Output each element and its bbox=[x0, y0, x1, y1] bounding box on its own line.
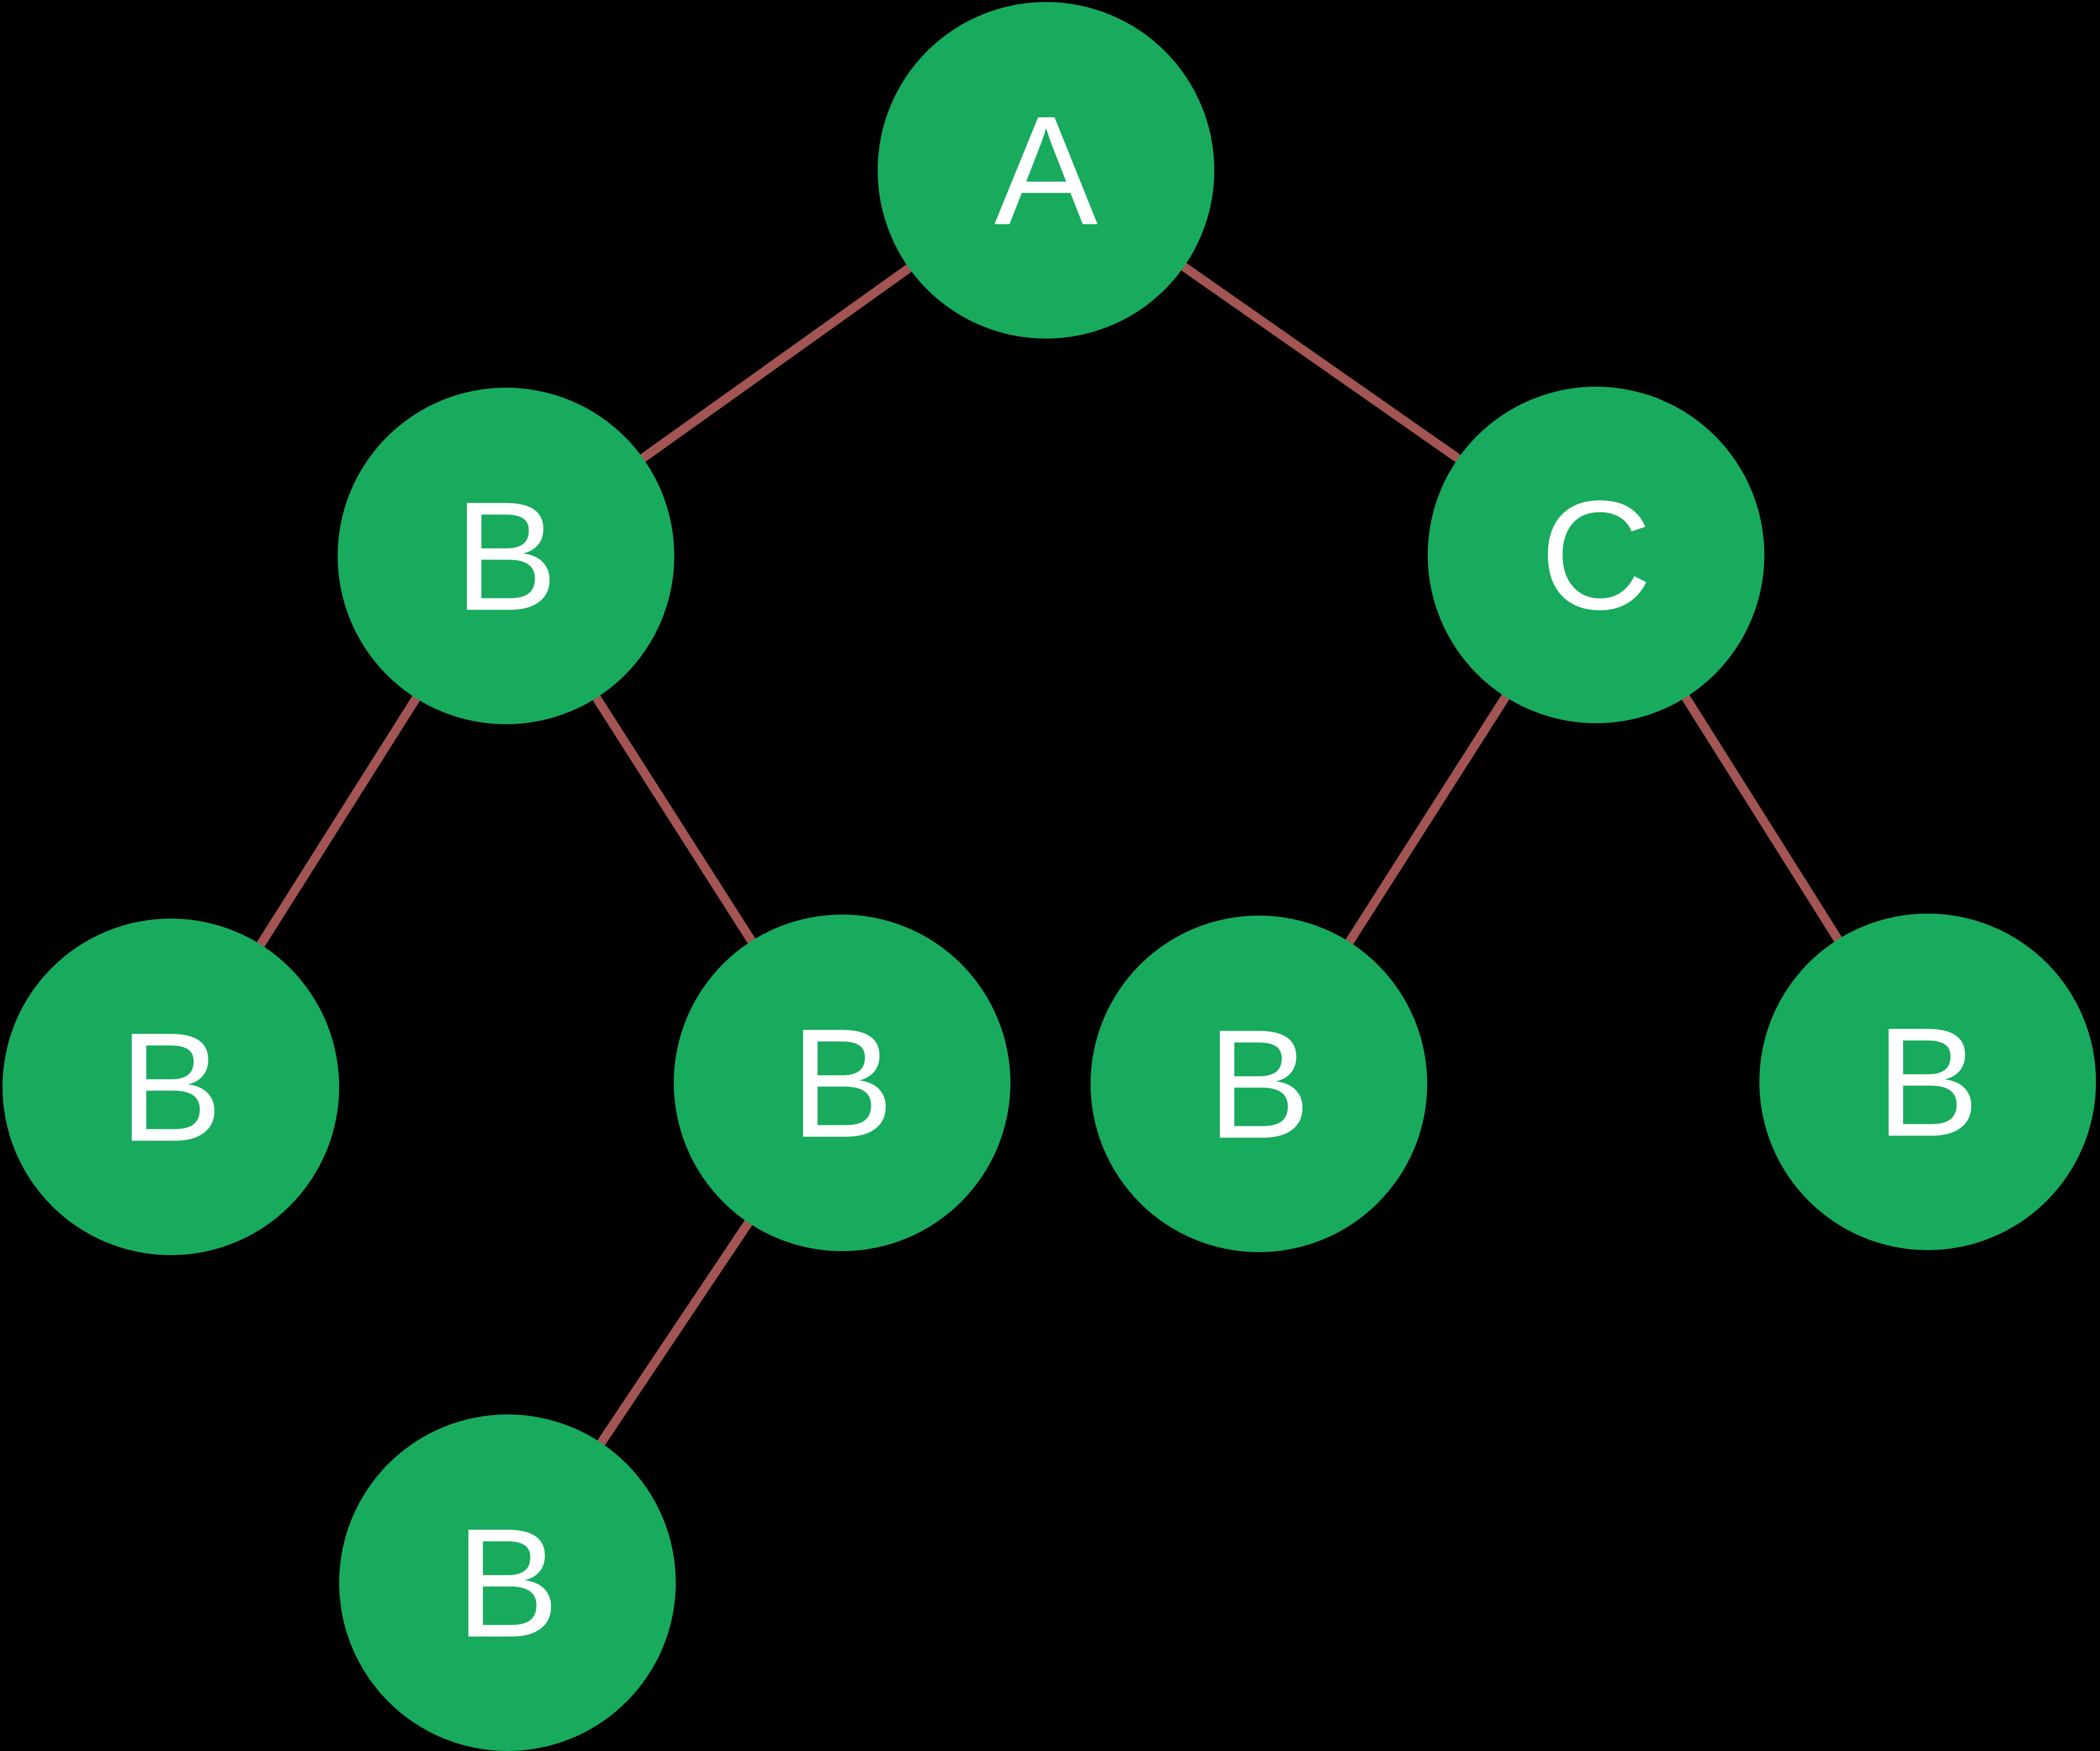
node-label-B2: B bbox=[119, 1000, 223, 1174]
node-circle-B5 bbox=[1759, 914, 2096, 1250]
tree-node-B2: B bbox=[3, 919, 339, 1255]
tree-node-B3: B bbox=[674, 915, 1010, 1251]
tree-node-B1: B bbox=[338, 388, 674, 724]
node-circle-A bbox=[878, 2, 1214, 339]
tree-node-B6: B bbox=[339, 1414, 676, 1751]
node-label-B3: B bbox=[791, 996, 894, 1170]
node-label-B1: B bbox=[454, 469, 558, 643]
nodes-layer: A B C B B B B B bbox=[3, 2, 2096, 1751]
tree-node-C1: C bbox=[1428, 387, 1764, 723]
node-label-B6: B bbox=[456, 1496, 560, 1670]
node-circle-B2 bbox=[3, 919, 339, 1255]
node-circle-B6 bbox=[339, 1414, 676, 1751]
node-circle-B3 bbox=[674, 915, 1010, 1251]
tree-node-B4: B bbox=[1091, 916, 1427, 1252]
node-label-C1: C bbox=[1540, 468, 1652, 642]
tree-node-A: A bbox=[878, 2, 1214, 339]
node-circle-B1 bbox=[338, 388, 674, 724]
node-label-B4: B bbox=[1207, 997, 1311, 1171]
edges-layer bbox=[167, 166, 1932, 1586]
node-label-B5: B bbox=[1876, 995, 1980, 1169]
node-label-A: A bbox=[994, 84, 1099, 257]
tree-node-B5: B bbox=[1759, 914, 2096, 1250]
node-circle-B4 bbox=[1091, 916, 1427, 1252]
node-circle-C1 bbox=[1428, 387, 1764, 723]
